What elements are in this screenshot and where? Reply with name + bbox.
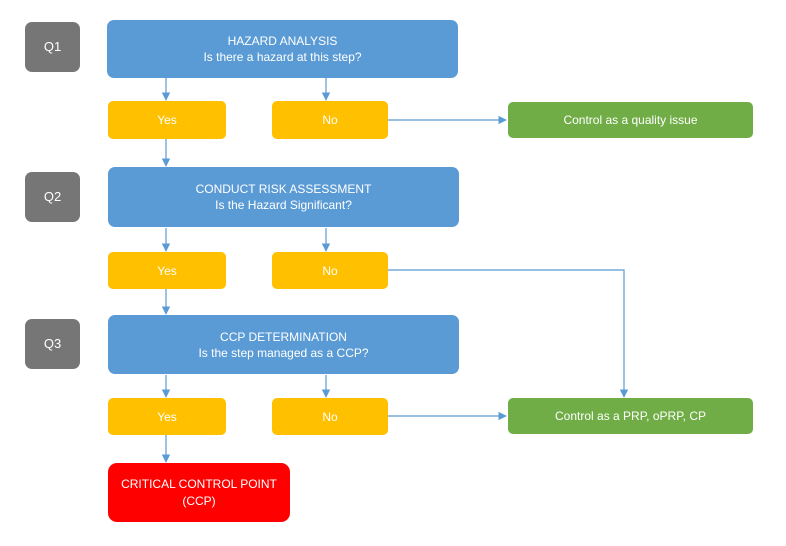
hazard-analysis-question: Is there a hazard at this step? [203, 50, 362, 64]
q2-no-box: No [272, 252, 388, 289]
q1-yes-label: Yes [157, 113, 177, 127]
q2-badge: Q2 [25, 172, 80, 222]
quality-issue-box: Control as a quality issue [508, 102, 753, 138]
quality-issue-label: Control as a quality issue [563, 113, 698, 127]
prp-control-box: Control as a PRP, oPRP, CP [508, 398, 753, 434]
prp-control-label: Control as a PRP, oPRP, CP [555, 409, 706, 423]
risk-assessment-question: Is the Hazard Significant? [215, 198, 352, 212]
q1-label: Q1 [43, 39, 62, 54]
critical-control-point-box: CRITICAL CONTROL POINT (CCP) [108, 463, 290, 522]
q2-label: Q2 [43, 189, 62, 204]
q1-badge: Q1 [25, 22, 80, 72]
hazard-analysis-title: HAZARD ANALYSIS [227, 34, 338, 48]
q3-yes-box: Yes [108, 398, 226, 435]
hazard-analysis-box: HAZARD ANALYSIS Is there a hazard at thi… [107, 20, 458, 78]
q1-no-label: No [322, 113, 338, 127]
risk-assessment-box: CONDUCT RISK ASSESSMENT Is the Hazard Si… [108, 167, 459, 227]
q2-yes-box: Yes [108, 252, 226, 289]
q3-no-box: No [272, 398, 388, 435]
ccp-title: CRITICAL CONTROL POINT [121, 476, 277, 491]
q1-no-box: No [272, 101, 388, 139]
q2-yes-label: Yes [157, 263, 177, 278]
ccp-abbreviation: (CCP) [182, 493, 216, 508]
q1-yes-box: Yes [108, 101, 226, 139]
q3-badge: Q3 [25, 319, 80, 369]
ccp-determination-question: Is the step managed as a CCP? [198, 345, 369, 360]
q3-label: Q3 [43, 336, 62, 351]
q3-no-label: No [322, 409, 338, 424]
arrow-q2-no-to-prp [388, 269, 629, 398]
ccp-determination-box: CCP DETERMINATION Is the step managed as… [108, 315, 459, 374]
q3-yes-label: Yes [157, 409, 177, 424]
ccp-determination-title: CCP DETERMINATION [220, 329, 347, 344]
q2-no-label: No [322, 263, 338, 278]
risk-assessment-title: CONDUCT RISK ASSESSMENT [195, 182, 372, 196]
